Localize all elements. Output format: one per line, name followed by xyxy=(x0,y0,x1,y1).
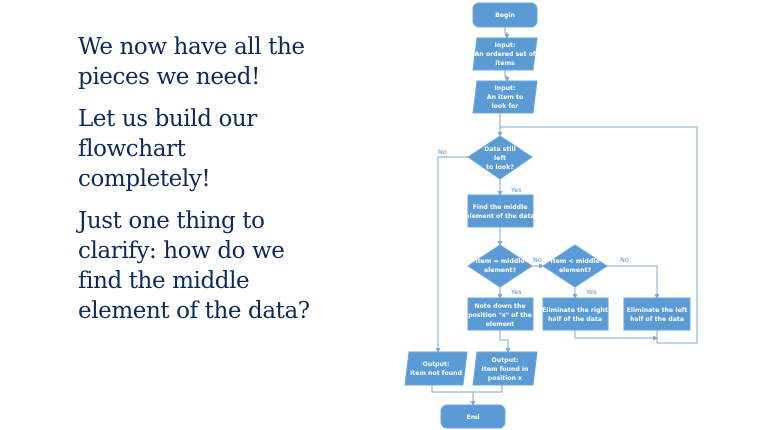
decision-data-left: Data still left to look? xyxy=(467,135,533,180)
node-text: Eliminate the right xyxy=(542,307,608,314)
node-text: left xyxy=(494,155,506,162)
node-text: Item < middle xyxy=(550,258,599,265)
node-text: position "x" of the xyxy=(468,312,532,319)
eliminate-left-node: Eliminate the left half of the data xyxy=(623,297,691,331)
find-middle-node: Find the middle element of the data xyxy=(465,194,535,228)
slide-text: We now have all the pieces we need! Let … xyxy=(78,32,310,338)
eliminate-right-node: Eliminate the right half of the data xyxy=(542,297,609,331)
edge-no-not-found xyxy=(435,156,468,353)
edge-begin-input1 xyxy=(504,27,510,39)
end-label: End xyxy=(466,414,479,421)
input-ordered-set-node: Input: An ordered set of items xyxy=(472,37,538,71)
node-text: element? xyxy=(484,267,517,274)
node-text: element xyxy=(486,321,515,328)
edge-found-end xyxy=(470,385,503,406)
text-line: We now have all the xyxy=(78,34,305,60)
text-line: Just one thing to xyxy=(78,208,265,234)
node-text: Item not found xyxy=(410,370,462,377)
output-not-found-node: Output: Item not found xyxy=(404,351,468,386)
edge-label-no: No xyxy=(620,256,629,264)
text-line: element of the data? xyxy=(78,298,310,324)
node-text: An ordered set of xyxy=(474,51,535,58)
node-text: element? xyxy=(559,267,592,274)
node-text: Note down the xyxy=(474,303,525,310)
node-text: half of the data xyxy=(630,316,684,323)
paragraph-2: Let us build our flowchart completely! xyxy=(78,104,310,194)
edge-elim-right-loop xyxy=(574,330,658,341)
node-text: position x xyxy=(488,375,522,382)
paragraph-1: We now have all the pieces we need! xyxy=(78,32,310,92)
node-text: Output: xyxy=(423,361,450,368)
node-text: look for xyxy=(492,103,520,110)
input-item-node: Input: An item to look for xyxy=(472,80,538,114)
text-line: completely! xyxy=(78,166,211,192)
edge-label-yes: Yes xyxy=(510,288,522,296)
edge-label-yes: Yes xyxy=(510,186,522,194)
begin-label: Begin xyxy=(495,12,515,19)
edge-input1-input2 xyxy=(504,70,510,82)
decision-less: Item < middle element? xyxy=(542,244,608,288)
node-text: Item = middle xyxy=(475,258,524,265)
node-text: Input: xyxy=(495,85,516,92)
node-text: Item found in xyxy=(482,366,529,373)
text-line: Let us build our xyxy=(78,106,257,132)
edge-note-output xyxy=(499,330,511,353)
node-text: items xyxy=(495,60,515,67)
text-line: clarify: how do we xyxy=(78,238,285,264)
paragraph-3: Just one thing to clarify: how do we fin… xyxy=(78,206,310,326)
node-text: Data still xyxy=(484,146,516,153)
decision-equal: Item = middle element? xyxy=(467,244,533,288)
node-text: Eliminate the left xyxy=(627,307,688,314)
edge-less-no-elim-left xyxy=(607,265,660,299)
text-line: pieces we need! xyxy=(78,64,260,90)
node-text: An item to xyxy=(487,94,523,101)
edge-label-yes: Yes xyxy=(585,288,597,296)
text-line: find the middle xyxy=(78,268,250,294)
node-text: Output: xyxy=(492,357,519,364)
node-text: to look? xyxy=(486,164,514,171)
note-position-node: Note down the position "x" of the elemen… xyxy=(467,297,534,331)
edge-not-found-end xyxy=(431,385,473,393)
end-node: End xyxy=(440,404,506,429)
begin-node: Begin xyxy=(472,2,538,28)
node-text: half of the data xyxy=(548,316,602,323)
edge-label-no: No xyxy=(533,256,542,264)
output-found-node: Output: Item found in position x xyxy=(472,351,538,386)
node-text: Find the middle xyxy=(473,204,528,211)
edge-label-no: No xyxy=(438,148,447,156)
node-text: Input: xyxy=(495,42,516,49)
node-text: element of the data xyxy=(465,213,534,220)
text-line: flowchart xyxy=(78,136,186,162)
